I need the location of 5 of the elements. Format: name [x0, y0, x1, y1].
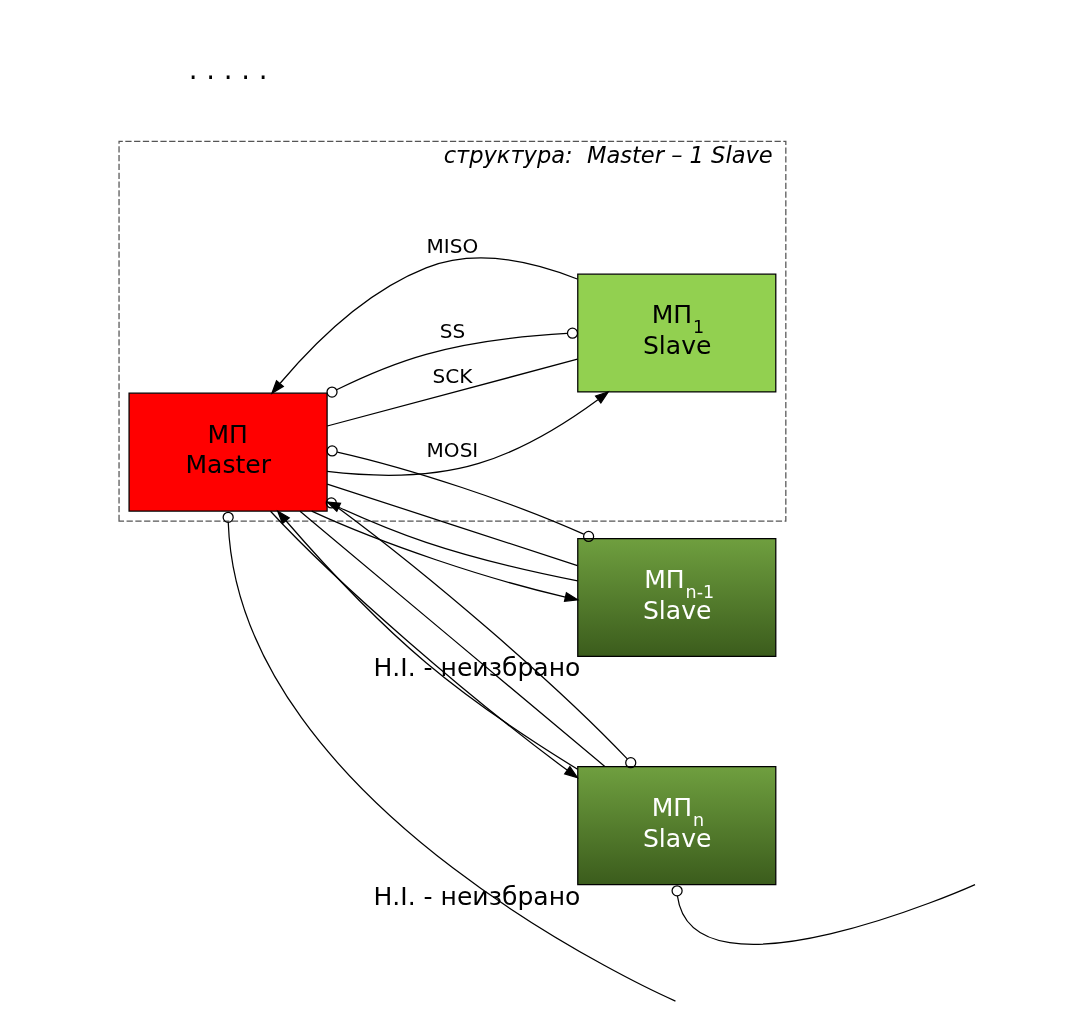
edge-label: MOSI: [426, 437, 479, 462]
edge-label: SS: [439, 318, 466, 343]
label: . . . . .: [188, 53, 268, 87]
edge-label: MISO: [426, 233, 479, 258]
edge-label: SCK: [432, 363, 473, 388]
